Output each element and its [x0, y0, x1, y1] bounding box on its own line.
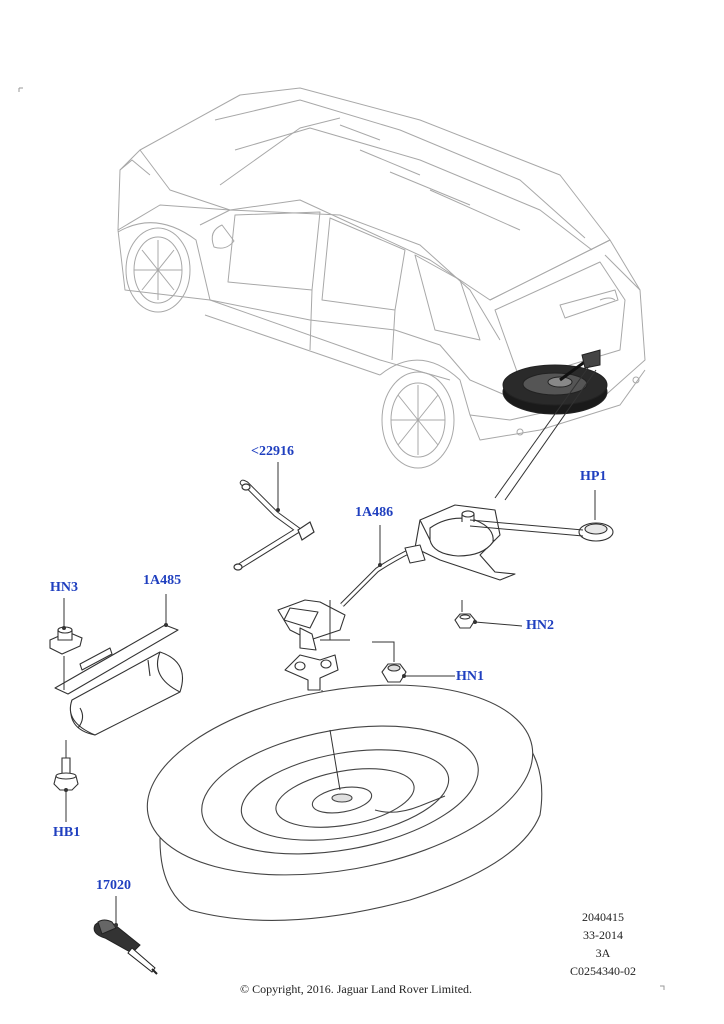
hn3-clip[interactable]: [49, 626, 83, 655]
callout-1A485[interactable]: 1A485: [143, 573, 182, 588]
callout-17020[interactable]: 17020: [96, 878, 131, 893]
leader-line-car-to-winch-2: [504, 369, 597, 501]
spare-wheel-winch[interactable]: [277, 504, 516, 691]
leader-dot-hn2: [473, 620, 477, 624]
leader-dot-17020: [114, 923, 118, 927]
leader-dot-1A485: [164, 623, 168, 627]
leader-dot-22916: [276, 508, 280, 512]
hn1-nut[interactable]: [381, 663, 407, 683]
leader-dot-hn1: [402, 674, 406, 678]
doc-ref-line: 2040415: [582, 910, 624, 924]
doc-ref-line: C0254340-02: [570, 964, 636, 978]
hb1-bolt[interactable]: [53, 757, 79, 791]
copyright-notice: © Copyright, 2016. Jaguar Land Rover Lim…: [239, 982, 473, 996]
leader-dot-1A486: [378, 563, 382, 567]
stowed-spare-wheel: [502, 349, 608, 415]
doc-ref-line: 3A: [595, 946, 611, 960]
document-reference-block: 2040415 33-2014 3A C0254340-02: [570, 908, 636, 980]
leader-dot-hn3: [62, 626, 66, 630]
wheel-centerline: [329, 729, 341, 791]
bracket-centerlines: [63, 656, 67, 758]
hn2-nut[interactable]: [454, 613, 476, 629]
hp1-plug[interactable]: [578, 522, 614, 542]
callout-hn2[interactable]: HN2: [526, 618, 554, 633]
doc-ref-line: 33-2014: [583, 928, 623, 942]
corner-mark-top-left: [18, 87, 23, 92]
callout-hn3[interactable]: HN3: [50, 580, 78, 595]
leader-line-hn2: [474, 621, 523, 627]
tool-stowage-bracket[interactable]: [54, 624, 184, 736]
leader-line-car-to-winch-1: [494, 364, 591, 499]
callout-1A486[interactable]: 1A486: [355, 505, 394, 520]
vehicle-illustration: [117, 87, 646, 469]
hn1-centerline: [372, 641, 395, 662]
callout-hn1[interactable]: HN1: [456, 669, 484, 684]
callout-22916[interactable]: <22916: [251, 444, 294, 459]
leader-dot-hb1: [64, 788, 68, 792]
wheel-brace[interactable]: [233, 479, 315, 571]
callout-hp1[interactable]: HP1: [580, 469, 607, 484]
corner-mark-bottom-right: [660, 985, 665, 990]
hp1-pointer-lines: [469, 519, 584, 537]
callout-hb1[interactable]: HB1: [53, 825, 81, 840]
screwdriver-tool[interactable]: [93, 919, 158, 975]
